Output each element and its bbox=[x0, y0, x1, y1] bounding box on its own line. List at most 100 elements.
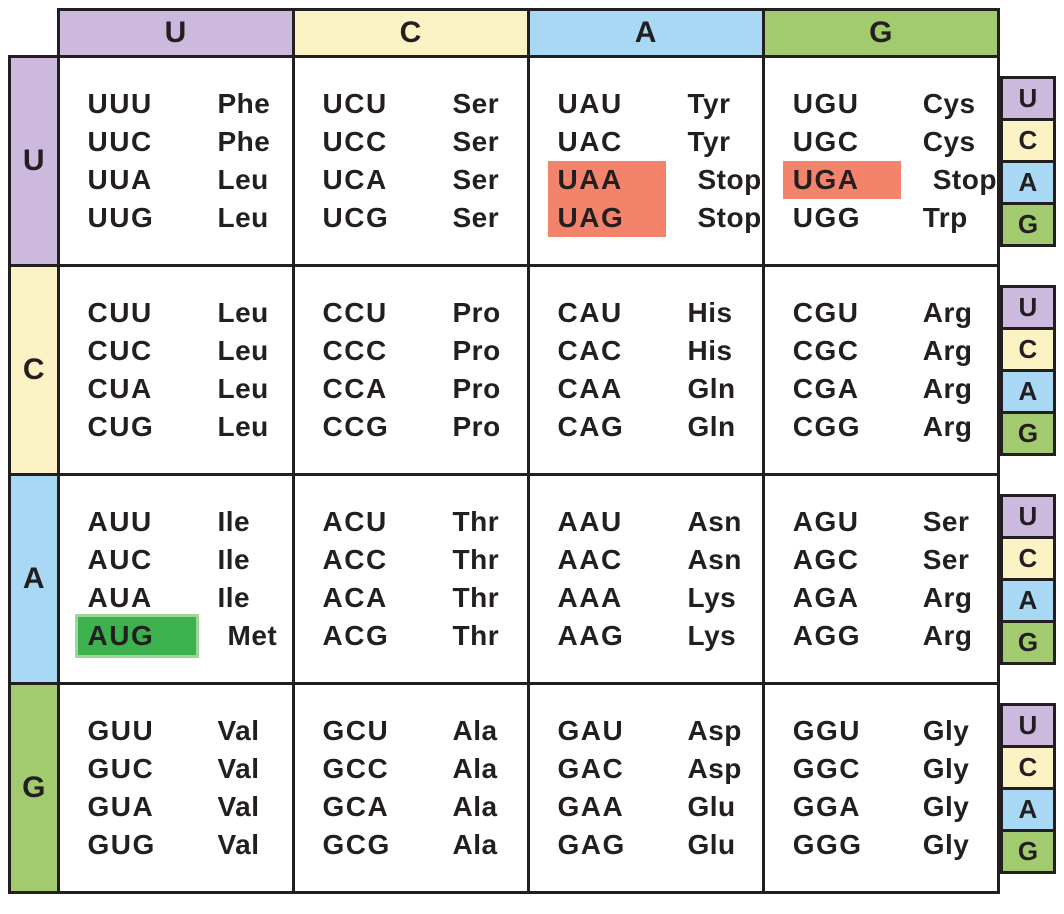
codon: UGC bbox=[792, 126, 860, 157]
amino-acid: Thr bbox=[452, 544, 500, 575]
codon-entry: AUG Met bbox=[77, 617, 292, 655]
codon: CAG bbox=[557, 411, 625, 442]
amino-acid: Ala bbox=[452, 715, 498, 746]
codon: ACA bbox=[322, 582, 388, 613]
amino-acid: Ser bbox=[452, 88, 500, 119]
codon: AAA bbox=[557, 582, 623, 613]
amino-acid: Ala bbox=[452, 753, 498, 784]
codon: GUA bbox=[87, 791, 155, 822]
codon: CUA bbox=[87, 373, 153, 404]
third-base-cell-U: U bbox=[1002, 287, 1053, 330]
codon: CUU bbox=[87, 297, 153, 328]
codon: GUC bbox=[87, 753, 155, 784]
codon: UUA bbox=[87, 164, 153, 195]
codon: UAC bbox=[557, 126, 623, 157]
amino-acid: Arg bbox=[922, 620, 973, 651]
amino-acid: Pro bbox=[452, 373, 501, 404]
first-base-header-U: U bbox=[8, 55, 60, 267]
amino-acid: Ser bbox=[922, 544, 970, 575]
third-base-cell-G: G bbox=[1002, 831, 1053, 871]
codon: CCG bbox=[322, 411, 390, 442]
second-base-header-A: A bbox=[526, 8, 765, 58]
amino-acid: Ser bbox=[452, 126, 500, 157]
codon: GAU bbox=[557, 715, 625, 746]
codon: ACU bbox=[322, 506, 388, 537]
third-base-cell-A: A bbox=[1002, 580, 1053, 623]
codon: AGA bbox=[792, 582, 860, 613]
amino-acid: Leu bbox=[217, 411, 269, 442]
stop-codon: UAA bbox=[547, 161, 666, 199]
codon: UCG bbox=[322, 202, 390, 233]
amino-acid: Arg bbox=[922, 582, 973, 613]
codon: GAC bbox=[557, 753, 625, 784]
codon: CCU bbox=[322, 297, 388, 328]
third-base-cell-G: G bbox=[1002, 413, 1053, 453]
third-base-cell-A: A bbox=[1002, 371, 1053, 414]
third-base-cell-C: C bbox=[1002, 120, 1053, 163]
amino-acid: Phe bbox=[217, 88, 271, 119]
third-base-cell-U: U bbox=[1002, 705, 1053, 748]
amino-acid: Phe bbox=[217, 126, 271, 157]
amino-acid: Stop bbox=[697, 164, 762, 195]
amino-acid: Cys bbox=[922, 88, 976, 119]
amino-acid: Leu bbox=[217, 373, 269, 404]
codon: UGU bbox=[792, 88, 860, 119]
codon: CGU bbox=[792, 297, 860, 328]
third-base-cell-G: G bbox=[1002, 204, 1053, 244]
amino-acid: Lys bbox=[687, 620, 737, 651]
codon-entry: AGA Arg bbox=[793, 579, 997, 617]
codon-entry: UAA Stop bbox=[547, 161, 762, 199]
start-codon: AUG bbox=[77, 617, 196, 655]
codon: AAG bbox=[557, 620, 625, 651]
codon: CUC bbox=[87, 335, 153, 366]
amino-acid: Arg bbox=[922, 335, 973, 366]
amino-acid: Ala bbox=[452, 829, 498, 860]
amino-acid: Met bbox=[227, 620, 278, 651]
amino-acid: Gly bbox=[922, 829, 970, 860]
amino-acid: Pro bbox=[452, 335, 501, 366]
codon: CAC bbox=[557, 335, 623, 366]
first-base-header-G: G bbox=[8, 682, 60, 894]
third-base-cell-A: A bbox=[1002, 789, 1053, 832]
amino-acid: Gly bbox=[922, 715, 970, 746]
amino-acid: Stop bbox=[697, 202, 762, 233]
codon: CUG bbox=[87, 411, 155, 442]
codon: UUU bbox=[87, 88, 153, 119]
codon: CGG bbox=[792, 411, 861, 442]
